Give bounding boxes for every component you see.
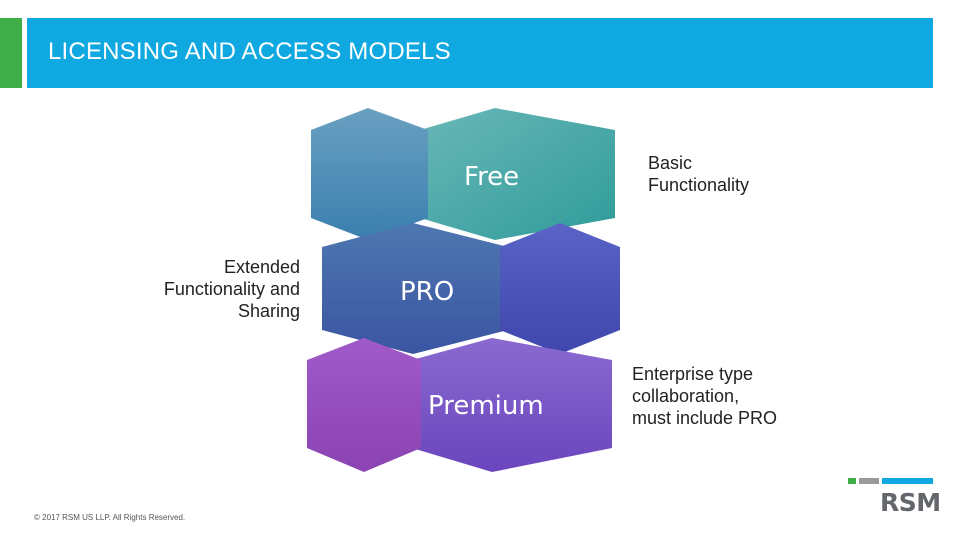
premium-hexagon-right bbox=[412, 338, 612, 472]
page-title: LICENSING AND ACCESS MODELS bbox=[48, 38, 451, 65]
copyright-footer: © 2017 RSM US LLP. All Rights Reserved. bbox=[34, 513, 186, 522]
logo-square-blue bbox=[882, 478, 933, 484]
free-tier-label: Free bbox=[464, 162, 520, 192]
pro-tier-description: Extended Functionality and Sharing bbox=[163, 257, 300, 321]
pro-tier-label: PRO bbox=[400, 277, 455, 307]
pro-hexagon-left bbox=[322, 223, 508, 354]
free-tier-description: Basic Functionality bbox=[648, 153, 750, 195]
premium-tier-label: Premium bbox=[428, 391, 544, 421]
pro-hexagon-right bbox=[500, 223, 620, 354]
premium-tier-description: Enterprise type collaboration, must incl… bbox=[632, 364, 778, 428]
logo-square-gray bbox=[859, 478, 879, 484]
title-accent-bar bbox=[0, 18, 22, 88]
premium-hexagon-left bbox=[307, 338, 421, 472]
rsm-logo-text: RSM bbox=[880, 488, 941, 517]
free-hexagon-left bbox=[311, 108, 428, 240]
title-bar: LICENSING AND ACCESS MODELS bbox=[27, 18, 933, 88]
logo-square-green bbox=[848, 478, 856, 484]
free-hexagon-right bbox=[420, 108, 615, 240]
